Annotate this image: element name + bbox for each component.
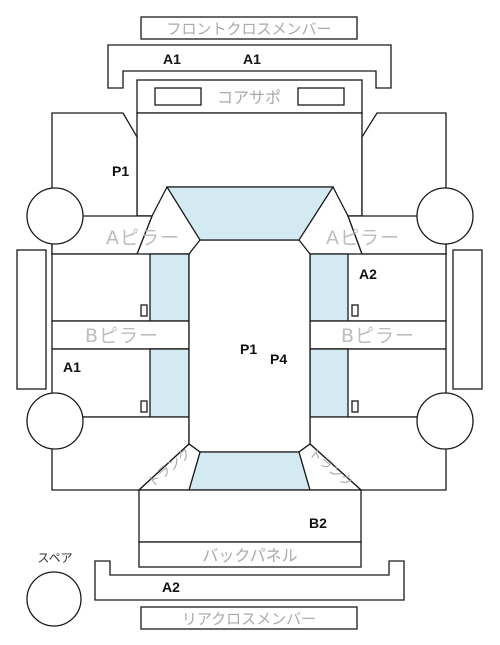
trunk-lid[interactable] [138, 489, 362, 543]
rear-right-door-handle [351, 400, 359, 413]
front-cross-bracket[interactable] [107, 44, 392, 89]
front-cross-member-label: フロントクロスメンバー [166, 20, 331, 38]
rear-left-door-glass [149, 348, 190, 418]
rear-cross-bracket[interactable] [94, 560, 405, 601]
rear-right-door-glass [309, 348, 349, 418]
front-right-wheel[interactable] [416, 187, 474, 245]
code-roof-p4: P4 [270, 351, 287, 367]
core-support[interactable]: コアサポ [136, 79, 363, 114]
front-left-door-handle [140, 304, 148, 317]
code-front-cross-right: A1 [243, 51, 261, 67]
front-left-door-glass [149, 253, 190, 322]
core-support-label: コアサポ [217, 88, 281, 107]
left-headlight [154, 87, 202, 106]
spare-label: スペア [37, 551, 72, 565]
front-left-wheel[interactable] [26, 187, 84, 245]
right-side-sill[interactable] [452, 249, 483, 390]
rear-right-wheel[interactable] [416, 392, 474, 450]
code-roof-p1: P1 [240, 341, 257, 357]
b-pillar-left-label: Bピラー [85, 325, 159, 347]
back-panel-label: バックパネル [202, 546, 297, 565]
rear-left-wheel[interactable] [26, 392, 84, 450]
front-cross-member[interactable]: フロントクロスメンバー [140, 16, 358, 40]
b-pillar-right[interactable]: Bピラー [309, 320, 447, 350]
rear-left-door-handle [140, 400, 148, 413]
b-pillar-right-label: Bピラー [341, 325, 415, 347]
front-right-door-glass [309, 253, 349, 322]
code-front-right-door: A2 [359, 266, 377, 282]
front-right-door-handle [351, 304, 359, 317]
rear-glass[interactable] [188, 451, 311, 491]
a-pillar-left-label: Aピラー [106, 227, 180, 249]
rear-cross-member[interactable]: リアクロスメンバー [140, 606, 358, 630]
spare-tire[interactable]: スペア [26, 551, 82, 627]
rear-cross-member-label: リアクロスメンバー [182, 610, 316, 628]
b-pillar-left[interactable]: Bピラー [51, 320, 190, 350]
code-rear-cross: A2 [162, 579, 180, 595]
left-side-sill[interactable] [16, 249, 47, 390]
code-front-left-fender: P1 [112, 163, 129, 179]
right-headlight [297, 87, 345, 106]
a-pillar-right-label: Aピラー [326, 227, 400, 249]
a-pillar-right[interactable]: Aピラー [326, 215, 447, 255]
code-trunk: B2 [309, 515, 327, 531]
code-rear-left-door: A1 [63, 359, 81, 375]
back-panel[interactable]: バックパネル [138, 541, 362, 568]
windshield[interactable] [165, 186, 335, 241]
code-front-cross-left: A1 [163, 51, 181, 67]
